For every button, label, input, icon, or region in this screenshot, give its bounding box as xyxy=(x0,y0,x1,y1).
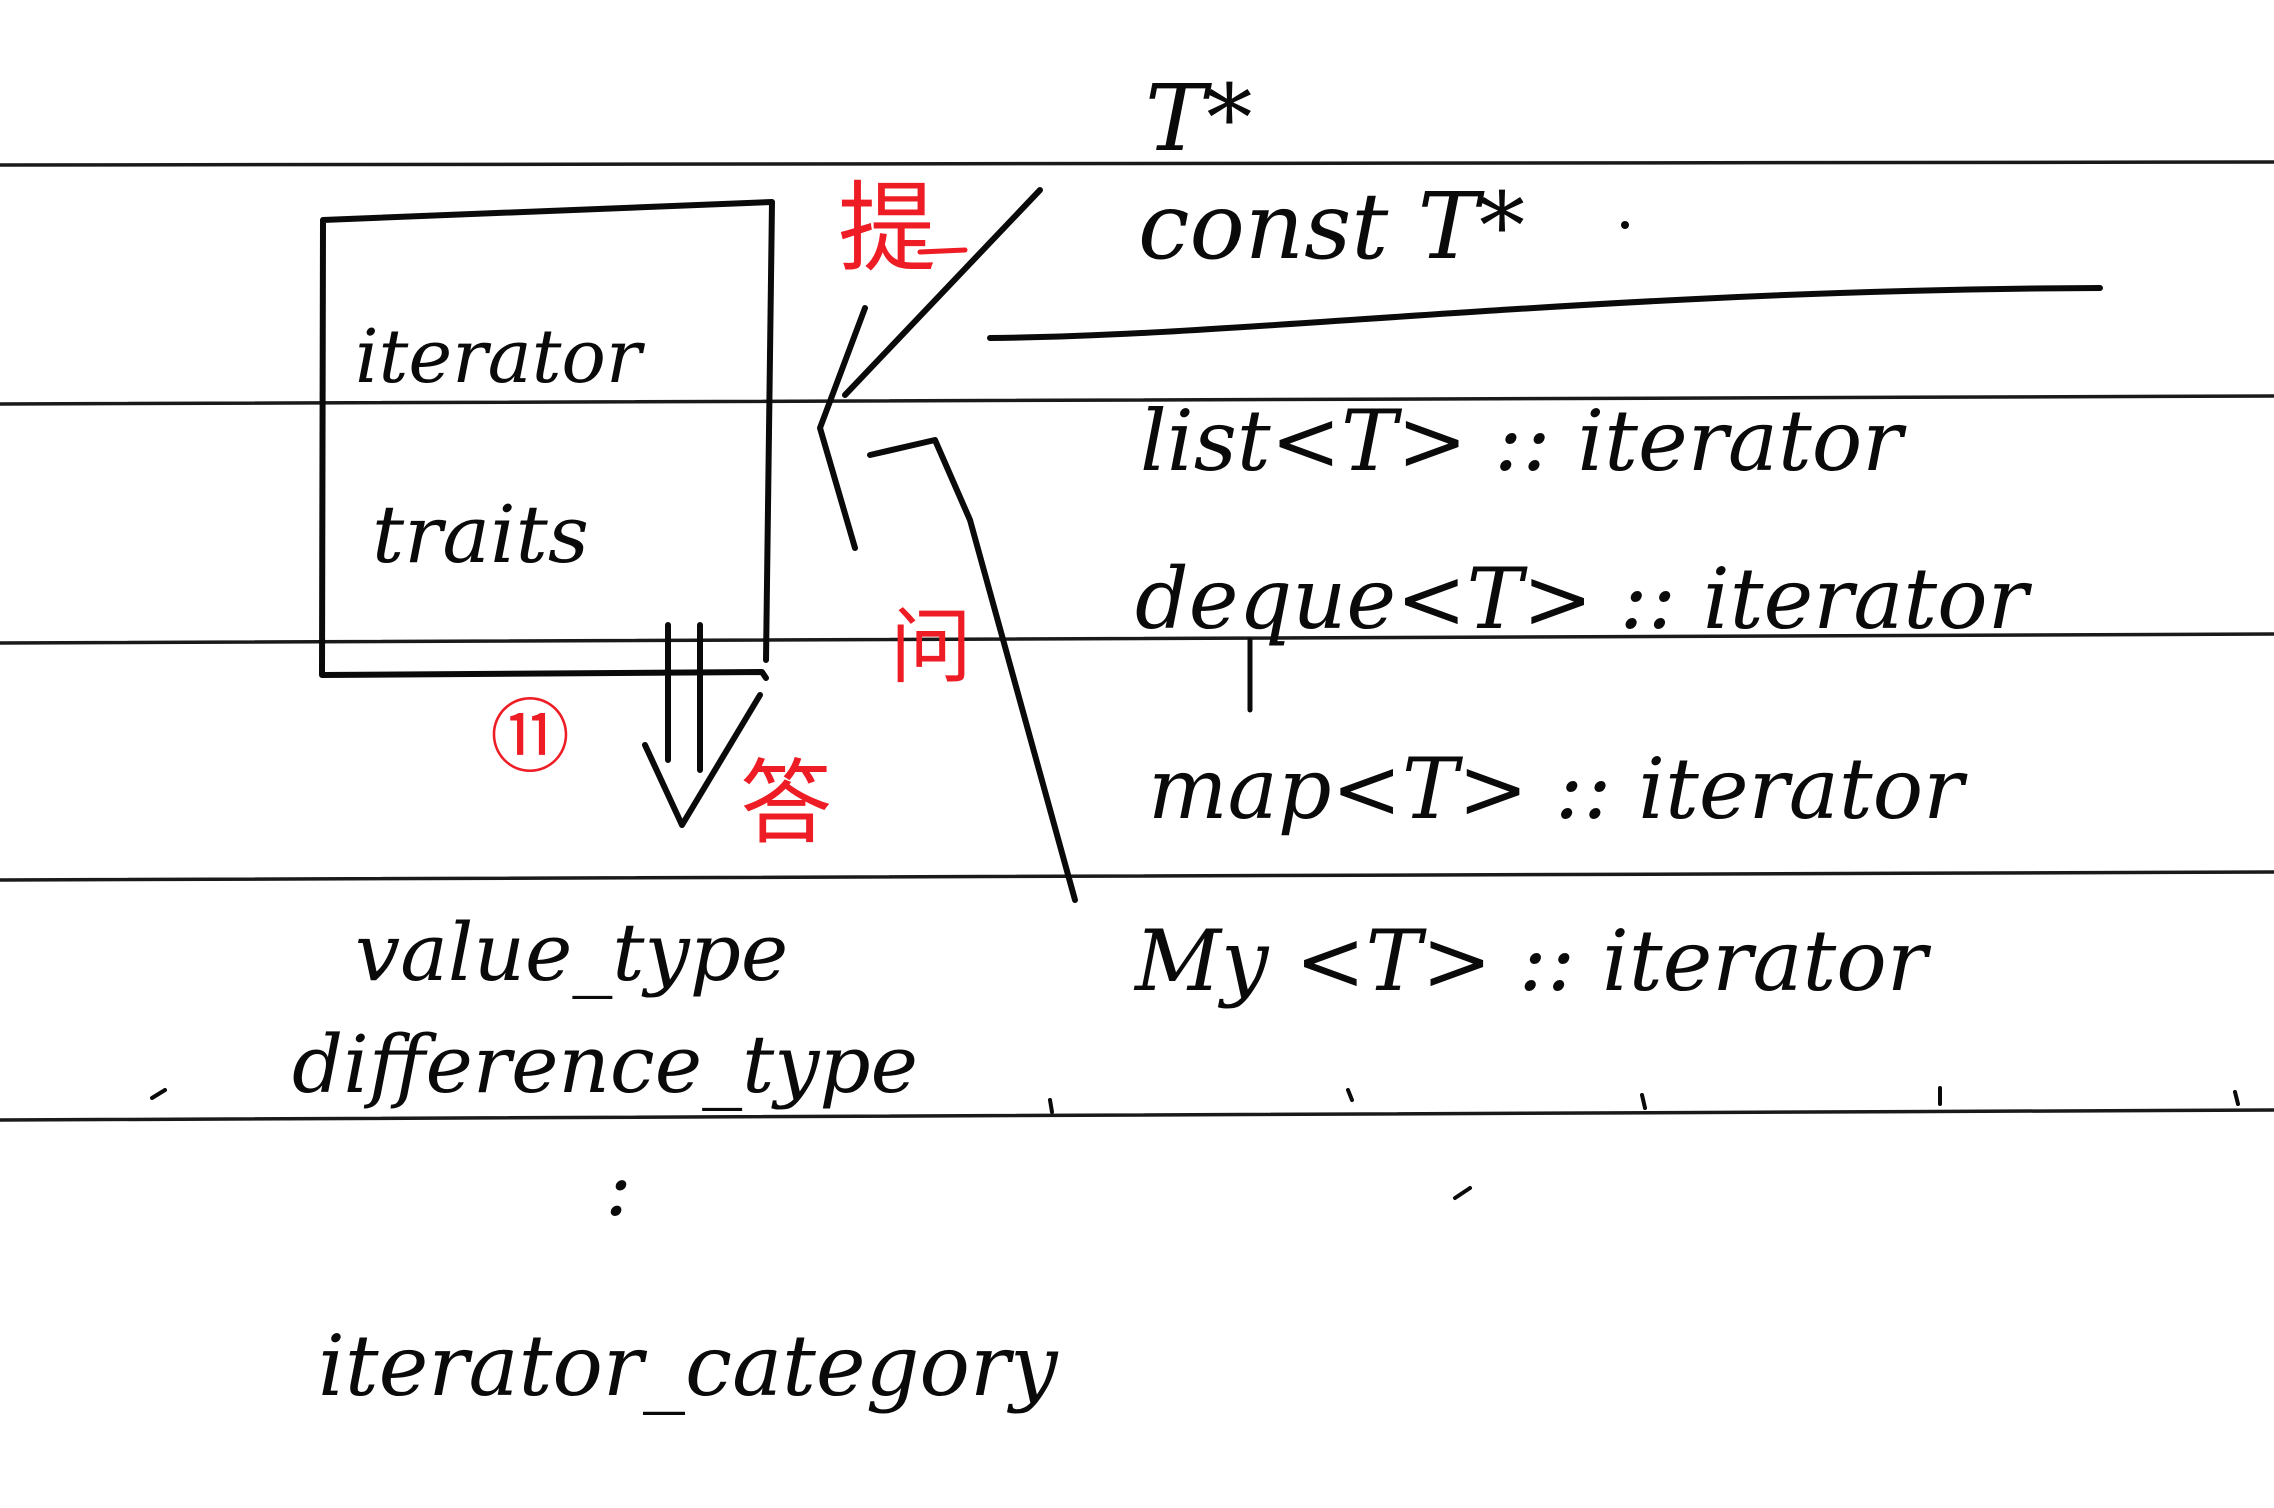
iterator-traits-box: iterator traits xyxy=(319,199,775,681)
iterator-type-map: map<T> :: iterator xyxy=(1148,740,1968,838)
ruled-lines xyxy=(0,160,2274,1122)
annotation-extract: 提 xyxy=(838,172,936,286)
value-type-label: value_type xyxy=(355,906,788,999)
ruled-line xyxy=(0,1108,2274,1122)
dot-mark xyxy=(1621,221,1629,229)
ruled-line xyxy=(0,632,2274,645)
divider-stroke xyxy=(987,285,2103,341)
iterator-type-deque: deque<T> :: iterator xyxy=(1135,550,2033,648)
box-label-line1: iterator xyxy=(355,314,646,400)
answer-arrow xyxy=(642,622,763,828)
annotation-answer: 答 xyxy=(740,750,832,857)
query-arrow xyxy=(817,187,1078,903)
box-label-line2: traits xyxy=(372,488,589,581)
ellipsis-mark: : xyxy=(605,1141,632,1234)
ruled-line xyxy=(0,870,2274,882)
difference-type-label: difference_type xyxy=(292,1018,918,1111)
annotation-circled-number: ⑪ xyxy=(490,691,570,784)
extract-stroke xyxy=(917,247,968,255)
t-pointer-label: T* xyxy=(1145,65,1252,172)
annotation-ask: 问 xyxy=(890,600,972,695)
iterator-type-list: list<T> :: iterator xyxy=(1140,392,1907,490)
iterator-category-label: iterator_category xyxy=(318,1317,1059,1415)
const-t-pointer-label: const T* xyxy=(1138,173,1525,280)
ruled-line xyxy=(0,394,2274,406)
ruled-line xyxy=(0,160,2274,167)
box-outline xyxy=(319,199,775,681)
red-annotations: 提 问 答 ⑪ xyxy=(490,172,972,857)
iterator-type-my: My <T> :: iterator xyxy=(1133,912,1932,1010)
ruler-ticks xyxy=(150,1086,2240,1200)
